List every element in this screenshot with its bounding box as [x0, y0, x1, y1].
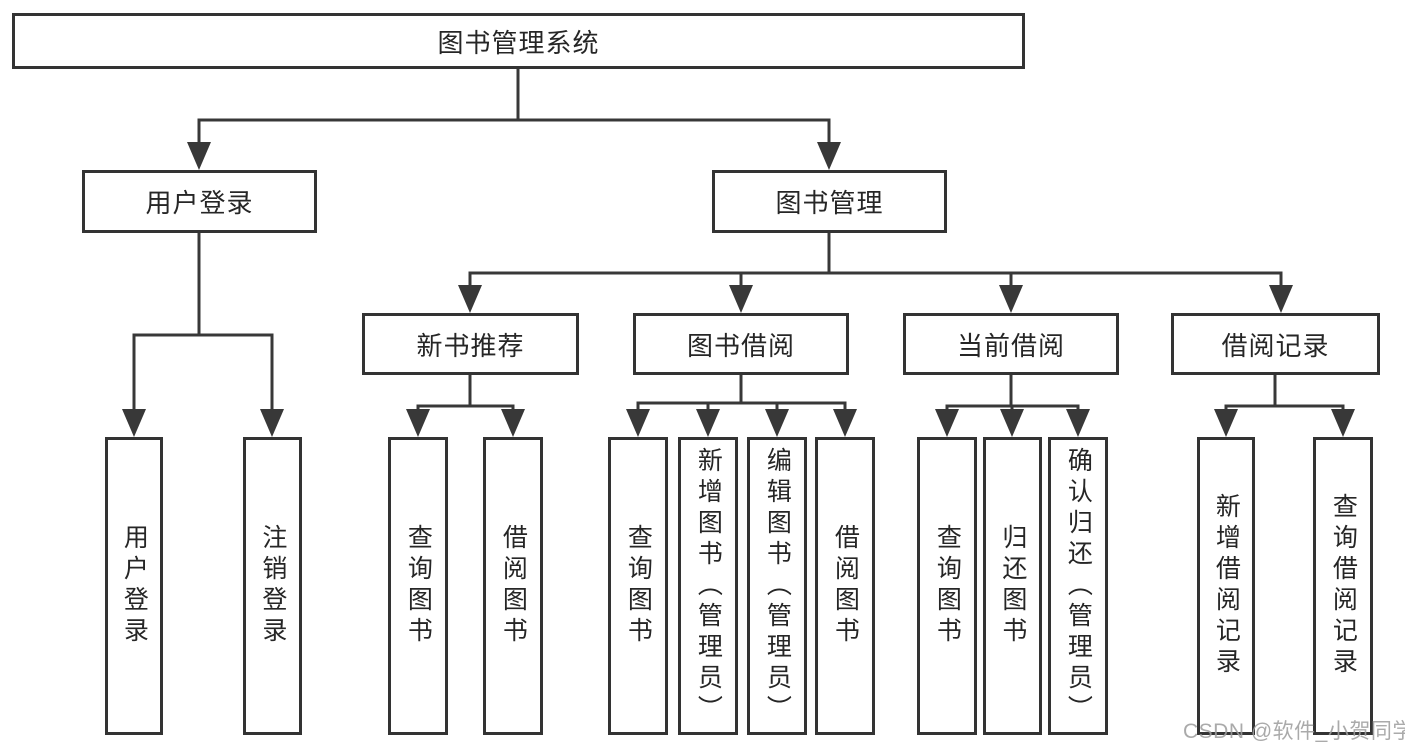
node-user-login: 用户登录 — [82, 170, 317, 233]
leaf-query-books-recommend: 查询图书 — [388, 437, 448, 735]
leaf-query-books-borrow: 查询图书 — [608, 437, 668, 735]
leaf-return-books: 归还图书 — [983, 437, 1042, 735]
leaf-confirm-return-admin: 确认归还（管理员） — [1048, 437, 1108, 735]
leaf-logout: 注销登录 — [243, 437, 302, 735]
leaf-borrow-books: 借阅图书 — [815, 437, 875, 735]
leaf-query-books-current: 查询图书 — [917, 437, 977, 735]
node-book-management: 图书管理 — [712, 170, 947, 233]
leaf-query-borrow-record: 查询借阅记录 — [1313, 437, 1373, 735]
leaf-borrow-books-recommend: 借阅图书 — [483, 437, 543, 735]
node-current-borrow: 当前借阅 — [903, 313, 1119, 375]
leaf-edit-book-admin: 编辑图书（管理员） — [747, 437, 807, 735]
node-book-borrow: 图书借阅 — [633, 313, 849, 375]
node-borrow-records: 借阅记录 — [1171, 313, 1380, 375]
leaf-add-borrow-record: 新增借阅记录 — [1197, 437, 1255, 735]
node-library-system: 图书管理系统 — [12, 13, 1025, 69]
csdn-watermark: CSDN @软件_小贺同学 — [1183, 720, 1405, 743]
leaf-user-login: 用户登录 — [105, 437, 163, 735]
leaf-add-book-admin: 新增图书（管理员） — [678, 437, 738, 735]
arrowheads — [122, 142, 1355, 437]
node-new-book-recommend: 新书推荐 — [362, 313, 579, 375]
